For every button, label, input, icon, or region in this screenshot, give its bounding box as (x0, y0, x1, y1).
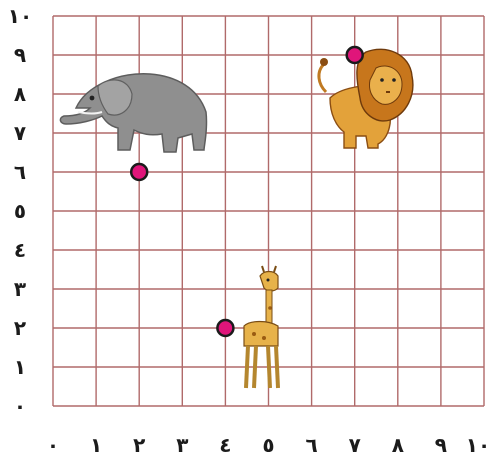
y-tick-label: ٨ (14, 82, 26, 106)
x-tick-label: ٥ (262, 433, 274, 457)
elephant-icon (60, 74, 206, 152)
x-tick-label: ٨ (392, 433, 404, 457)
x-tick-label: ١٠ (466, 433, 490, 457)
y-tick-label: ٩ (14, 43, 26, 67)
x-tick-label: ١ (90, 433, 102, 457)
y-axis-labels: ٠ ١ ٢ ٣ ٤ ٥ ٦ ٧ ٨ ٩ ١٠ (8, 4, 32, 418)
y-tick-label: ٧ (14, 121, 26, 145)
point-giraffe (217, 320, 233, 336)
point-lion (347, 47, 363, 63)
point-elephant (131, 164, 147, 180)
x-tick-label: ٩ (435, 433, 447, 457)
giraffe-icon (244, 266, 278, 388)
x-axis-labels: ٠ ١ ٢ ٣ ٤ ٥ ٦ ٧ ٨ ٩ ١٠ (47, 433, 490, 457)
y-tick-label: ١ (14, 355, 26, 379)
x-tick-label: ٣ (176, 433, 188, 457)
x-tick-label: ٧ (349, 433, 361, 457)
y-tick-label: ١٠ (8, 4, 32, 28)
y-tick-label: ٥ (14, 199, 26, 223)
y-tick-label: ٦ (14, 160, 26, 184)
x-tick-label: ٢ (133, 433, 145, 457)
x-tick-label: ٤ (219, 433, 231, 457)
x-tick-label: ٦ (305, 433, 317, 457)
y-tick-label: ٠ (14, 394, 26, 418)
y-tick-label: ٤ (14, 238, 26, 262)
x-tick-label: ٠ (47, 433, 59, 457)
y-tick-label: ٣ (14, 277, 26, 301)
y-tick-label: ٢ (14, 316, 26, 340)
